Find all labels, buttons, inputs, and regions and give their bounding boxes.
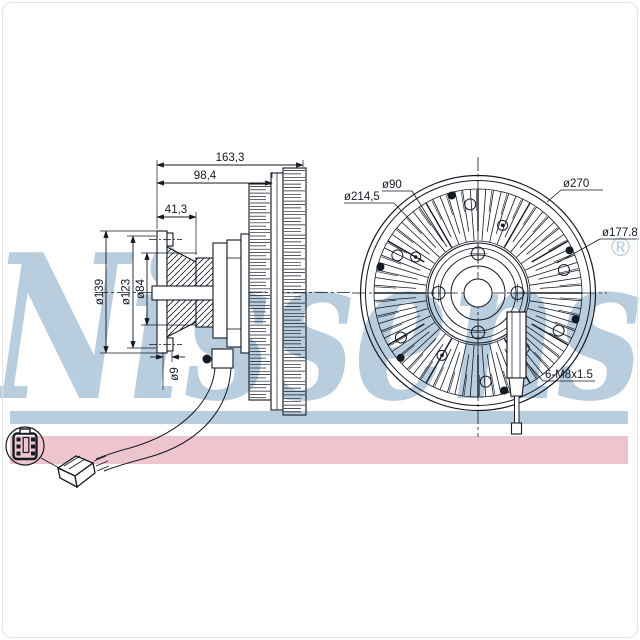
connector-pins bbox=[16, 437, 35, 456]
dim-pilot-diameter: ø84 bbox=[135, 278, 147, 298]
connector-ridges bbox=[63, 455, 86, 470]
sensor-plug bbox=[508, 377, 525, 397]
dim-front-width: 98,4 bbox=[194, 170, 217, 182]
nissens-watermark: Nissens ® bbox=[0, 211, 640, 464]
sensor-bolt bbox=[202, 354, 212, 364]
front-view bbox=[352, 157, 607, 437]
watermark-wordmark: Nissens bbox=[0, 211, 640, 446]
label-ring-diameter: ø214,5 bbox=[344, 191, 380, 203]
hub-circle-3 bbox=[450, 265, 506, 321]
sensor-bracket bbox=[211, 348, 234, 369]
fin-stack-rear bbox=[250, 186, 270, 399]
watermark-blue-bar bbox=[10, 411, 628, 424]
front-sensor-housing bbox=[506, 311, 527, 379]
detail-leader bbox=[40, 457, 64, 471]
dim-hole-diameter: ø9 bbox=[169, 367, 181, 380]
rim-inner bbox=[365, 180, 591, 406]
label-leader bbox=[556, 238, 601, 264]
label-face-circle: ø177.8 bbox=[602, 227, 638, 239]
label-leader bbox=[525, 361, 544, 382]
sensor-pin-tip bbox=[510, 422, 523, 435]
front-labels: ø214,5 ø90 ø270 ø177.8 6-M8x1.5 bbox=[344, 178, 639, 382]
side-dimensions: 163,3 98,4 41,3 ø139 ø123 ø84 ø9 bbox=[94, 152, 304, 390]
wire-conduit-outer bbox=[95, 367, 216, 460]
dim-flange-diameter: ø139 bbox=[94, 279, 106, 305]
bearing-plate-c bbox=[240, 233, 250, 354]
dim-hub-width: 41,3 bbox=[165, 204, 187, 216]
label-leader bbox=[393, 202, 414, 224]
dim-bolt-circle: ø123 bbox=[121, 279, 133, 305]
registered-trademark-icon: ® bbox=[611, 232, 630, 262]
label-leader bbox=[546, 189, 562, 203]
fan-fins bbox=[374, 189, 582, 397]
fin-stack-front-outline bbox=[282, 167, 307, 416]
bearing-plate-b bbox=[226, 239, 242, 348]
connector-detail-circle bbox=[5, 426, 45, 466]
label-outer-diameter: ø270 bbox=[563, 178, 589, 190]
connector-key-slot bbox=[22, 436, 30, 454]
wire-conduit-inner bbox=[103, 367, 232, 472]
wire-strands bbox=[93, 455, 110, 472]
sensor-pin-rod bbox=[514, 395, 520, 424]
side-view bbox=[5, 167, 352, 489]
connector-latch-tab bbox=[19, 428, 31, 435]
outer-rim bbox=[359, 174, 597, 412]
watermark-pink-bar bbox=[10, 436, 628, 464]
dim-total-width: 163,3 bbox=[216, 152, 245, 164]
bearing-plate-a bbox=[212, 242, 228, 339]
hub-bore bbox=[463, 278, 493, 308]
label-thread-spec: 6-M8x1.5 bbox=[545, 369, 593, 381]
label-hub-bolt-circle: ø90 bbox=[382, 179, 402, 191]
fin-stack-front bbox=[284, 170, 305, 413]
label-leader bbox=[411, 190, 448, 248]
connector-body-front bbox=[74, 461, 96, 489]
fin-inner-circle bbox=[425, 240, 531, 346]
hub-bolt-holes bbox=[428, 243, 528, 343]
